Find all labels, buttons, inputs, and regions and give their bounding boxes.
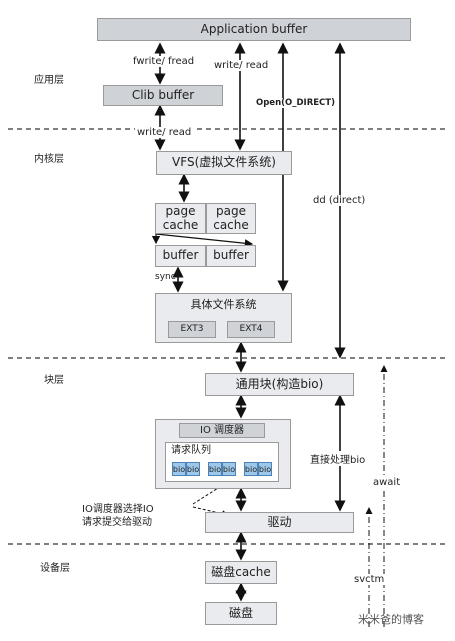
io-scheduler-box: IO 调度器 bbox=[179, 423, 265, 438]
dd-direct-label: dd (direct) bbox=[311, 195, 368, 206]
svctm-label: svctm bbox=[352, 574, 387, 585]
buffer-box-2: buffer bbox=[206, 245, 256, 267]
open-direct-label: Open(O_DIRECT) bbox=[255, 98, 336, 108]
filesystem-title: 具体文件系统 bbox=[190, 298, 257, 311]
generic-block-box: 通用块(构造bio) bbox=[205, 373, 354, 396]
clib-buffer-box: Clib buffer bbox=[103, 85, 223, 106]
layer-label-kernel: 内核层 bbox=[34, 154, 64, 165]
layer-label-app: 应用层 bbox=[34, 75, 64, 86]
await-label: await bbox=[371, 477, 403, 488]
write-read-label-kernel: write/ read bbox=[135, 127, 194, 138]
bio-item: bio bbox=[186, 462, 200, 476]
disk-cache-box: 磁盘cache bbox=[205, 561, 277, 584]
driver-box: 驱动 bbox=[205, 512, 354, 533]
fwrite-fread-label: fwrite/ fread bbox=[131, 56, 197, 67]
page-cache-box-1: page cache bbox=[155, 203, 206, 234]
bio-item: bio bbox=[244, 462, 258, 476]
page-cache-box-2: page cache bbox=[206, 203, 256, 234]
write-read-label-app: write/ read bbox=[212, 60, 271, 71]
bio-item: bio bbox=[208, 462, 222, 476]
vfs-box: VFS(虚拟文件系统) bbox=[156, 151, 292, 175]
sync-label: sync bbox=[155, 272, 176, 282]
io-note-line-1: IO调度器选择IO bbox=[82, 504, 154, 515]
bio-item: bio bbox=[172, 462, 186, 476]
disk-box: 磁盘 bbox=[205, 602, 277, 625]
buffer-box-1: buffer bbox=[155, 245, 206, 267]
request-queue-label: 请求队列 bbox=[171, 445, 211, 456]
io-note-line-2: 请求提交给驱动 bbox=[82, 517, 152, 528]
direct-bio-label: 直接处理bio bbox=[308, 451, 368, 466]
ext4-box: EXT4 bbox=[227, 321, 275, 338]
layer-label-device: 设备层 bbox=[40, 563, 70, 574]
bio-item: bio bbox=[222, 462, 236, 476]
bio-item: bio bbox=[258, 462, 272, 476]
ext3-box: EXT3 bbox=[168, 321, 216, 338]
layer-label-block: 块层 bbox=[44, 375, 64, 386]
application-buffer-box: Application buffer bbox=[97, 18, 411, 41]
watermark-text: 米米爸的博客 bbox=[358, 613, 424, 626]
